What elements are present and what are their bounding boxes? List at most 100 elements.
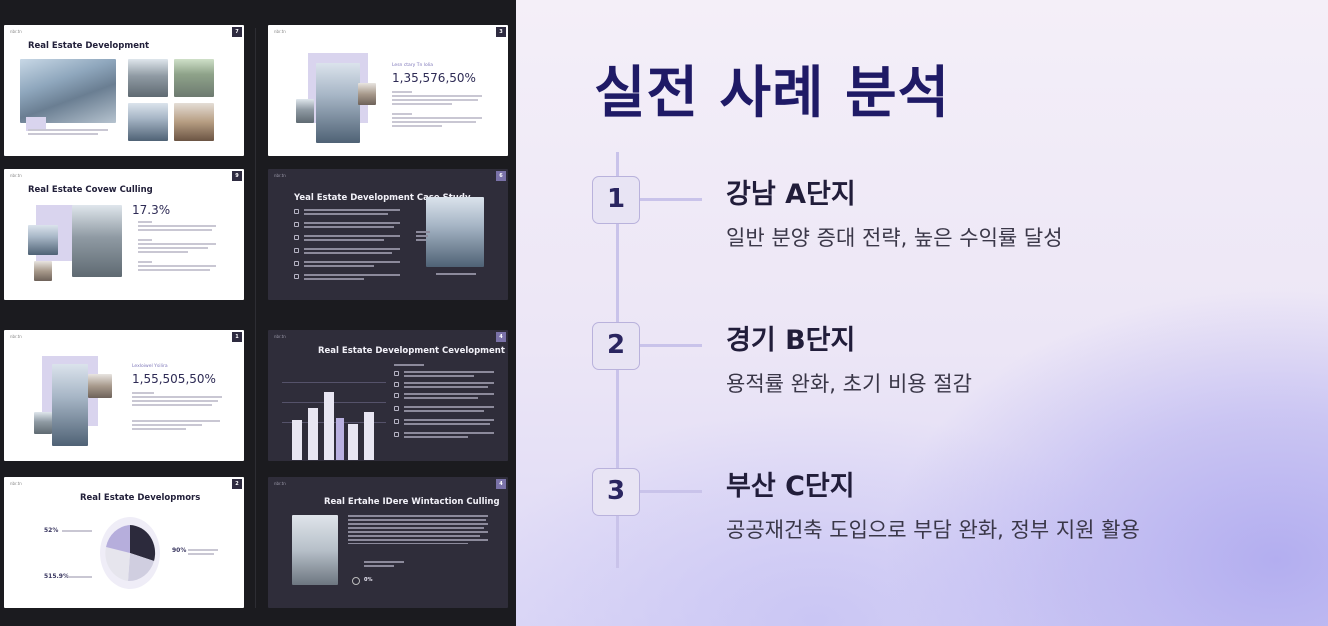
bullet-icon xyxy=(394,382,399,387)
text-lines xyxy=(62,530,92,534)
slide-thumbnail-4[interactable]: nbr.tn 6 Yeal Estate Development Case St… xyxy=(268,169,508,300)
text-lines xyxy=(394,364,424,368)
building-photo xyxy=(296,99,314,123)
chart-gridline xyxy=(282,382,386,383)
bullet-icon xyxy=(294,209,299,214)
step-desc-1: 일반 분양 증대 전략, 높은 수익률 달성 xyxy=(726,226,1063,250)
slide-meta: nbr.tn xyxy=(274,481,286,486)
chart-bar xyxy=(348,424,358,460)
step-desc-2: 용적률 완화, 초기 비용 절감 xyxy=(726,372,972,396)
slide-title: Real Estate Developmors xyxy=(80,493,201,503)
text-lines xyxy=(404,382,494,390)
text-lines xyxy=(404,432,494,440)
column-divider xyxy=(255,28,256,608)
bar-chart xyxy=(288,378,388,460)
bullet-icon xyxy=(394,393,399,398)
stat-value: 1,55,505,50% xyxy=(132,372,216,386)
slide-thumbnail-1[interactable]: nbr.tn 7 Real Estate Development xyxy=(4,25,244,156)
stat-value: 0% xyxy=(364,577,373,583)
bullet-icon xyxy=(294,235,299,240)
slide-number-badge: 2 xyxy=(232,479,242,489)
bullet-icon xyxy=(294,248,299,253)
text-lines xyxy=(304,235,400,243)
step-desc-3: 공공재건축 도입으로 부담 완화, 정부 지원 활용 xyxy=(726,518,1140,542)
slide-thumbnail-7[interactable]: nbr.tn 2 Real Estate Developmors 52% 90%… xyxy=(4,477,244,608)
text-lines xyxy=(68,576,92,580)
person-photo xyxy=(292,515,338,585)
case-study-panel: 실전 사례 분석 1 강남 A단지 일반 분양 증대 전략, 높은 수익률 달성… xyxy=(516,0,1328,626)
building-photo xyxy=(72,205,122,277)
text-lines xyxy=(304,209,400,217)
building-photo xyxy=(426,197,484,267)
pie-label: 90% xyxy=(172,547,187,554)
chart-bar xyxy=(336,418,344,460)
pie-label: 52% xyxy=(44,527,59,534)
chart-gridline xyxy=(282,402,386,403)
text-lines xyxy=(132,420,222,432)
slide-meta: nbr.tn xyxy=(10,481,22,486)
bullet-icon xyxy=(394,406,399,411)
slide-title: Real Estate Development Cevelopment xyxy=(318,346,505,356)
slide-title: Real Ertahe IDere Wintaction Culling xyxy=(324,497,500,507)
caption-lines xyxy=(436,273,476,277)
step-title-3: 부산 C단지 xyxy=(726,471,855,502)
slide-meta: nbr.tn xyxy=(10,173,22,178)
building-photo xyxy=(358,83,376,105)
pie-label: 515.9% xyxy=(44,573,69,580)
building-photo xyxy=(34,261,52,281)
text-lines xyxy=(416,231,430,243)
slide-number-badge: 6 xyxy=(496,171,506,181)
slide-thumbnail-8[interactable]: nbr.tn 4 Real Ertahe IDere Wintaction Cu… xyxy=(268,477,508,608)
building-photo xyxy=(52,364,88,446)
building-photo xyxy=(174,59,214,97)
step-title-2: 경기 B단지 xyxy=(726,325,856,356)
slide-thumbnail-grid: nbr.tn 7 Real Estate Development nbr.tn … xyxy=(0,0,516,626)
slide-meta: nbr.tn xyxy=(10,334,22,339)
chart-bar xyxy=(364,412,374,460)
text-lines xyxy=(404,406,494,414)
timeline-connector xyxy=(640,344,702,347)
bullet-icon xyxy=(294,222,299,227)
text-lines xyxy=(392,91,482,107)
slide-thumbnail-5[interactable]: nbr.tn 1 Lexloiwel Ysilira 1,55,505,50% xyxy=(4,330,244,461)
bullet-icon xyxy=(394,419,399,424)
text-lines xyxy=(138,261,218,273)
building-photo xyxy=(128,59,168,97)
slide-number-badge: 4 xyxy=(496,479,506,489)
slide-meta: nbr.tn xyxy=(274,334,286,339)
text-lines xyxy=(188,549,218,557)
play-icon xyxy=(352,577,360,585)
step-title-1: 강남 A단지 xyxy=(726,179,856,210)
bullet-icon xyxy=(394,432,399,437)
slide-title: Real Estate Covew Culling xyxy=(28,185,153,195)
building-photo xyxy=(316,63,360,143)
chart-bar xyxy=(292,420,302,460)
chart-bar xyxy=(308,408,318,460)
slide-meta: nbr.tn xyxy=(274,29,286,34)
slide-number-badge: 7 xyxy=(232,27,242,37)
slide-thumbnail-2[interactable]: nbr.tn 3 Lesn ctary Tn lolia 1,35,576,50… xyxy=(268,25,508,156)
accent-block xyxy=(26,117,46,131)
bullet-icon xyxy=(394,371,399,376)
slide-meta: nbr.tn xyxy=(10,29,22,34)
bullet-icon xyxy=(294,274,299,279)
slide-title: Yeal Estate Development Case Study xyxy=(294,193,471,203)
building-photo xyxy=(20,59,116,123)
building-photo xyxy=(34,412,52,434)
text-lines xyxy=(364,561,404,569)
slide-thumbnail-3[interactable]: nbr.tn 9 Real Estate Covew Culling 17.3% xyxy=(4,169,244,300)
timeline-connector xyxy=(640,490,702,493)
text-lines xyxy=(304,261,400,269)
slide-number-badge: 3 xyxy=(496,27,506,37)
timeline-connector xyxy=(640,198,702,201)
stat-value: 1,35,576,50% xyxy=(392,71,476,85)
text-lines xyxy=(304,274,400,282)
text-lines xyxy=(132,392,222,408)
step-number-3: 3 xyxy=(592,468,640,516)
slide-thumbnail-6[interactable]: nbr.tn 4 Real Estate Development Cevelop… xyxy=(268,330,508,461)
text-lines xyxy=(404,419,494,427)
slide-number-badge: 4 xyxy=(496,332,506,342)
paragraph-lines xyxy=(348,515,488,547)
building-photo xyxy=(128,103,168,141)
slide-title: Real Estate Development xyxy=(28,41,150,51)
